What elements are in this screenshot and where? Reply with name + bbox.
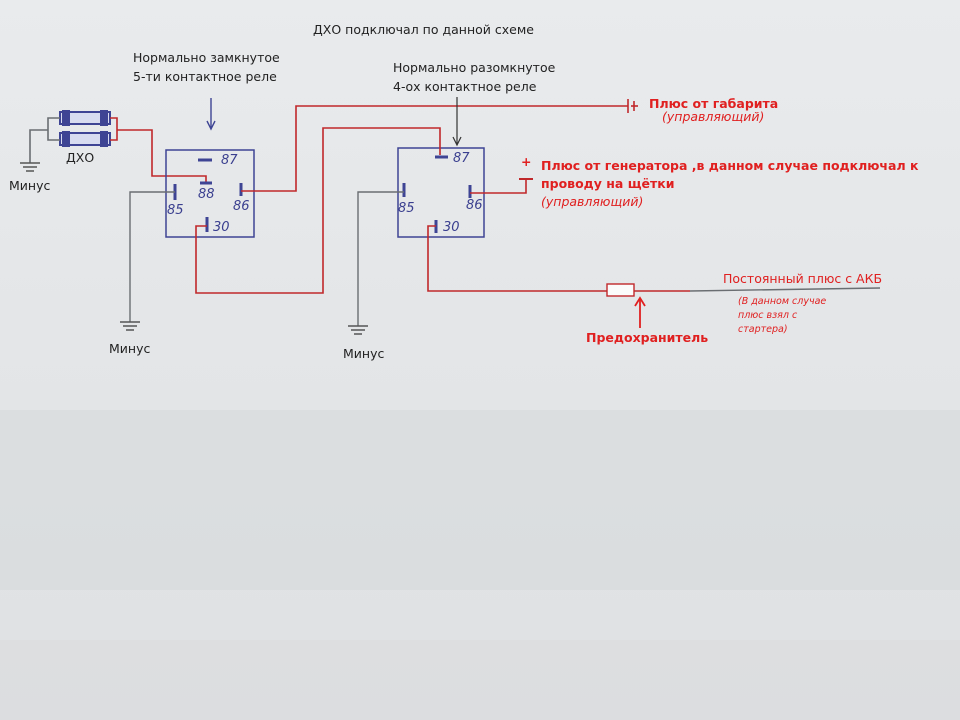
red-wires — [195, 105, 690, 294]
battery-note-line1: (В данном случае — [738, 296, 827, 307]
relay1-pins — [173, 158, 243, 232]
fuse-label: Предохранитель — [586, 330, 709, 345]
generator-label-line3: (управляющий) — [541, 194, 644, 209]
relay2-pins — [402, 155, 472, 233]
drl-ground-wires — [29, 117, 60, 163]
relay1-pin-88: 88 — [198, 187, 215, 202]
ground-symbol — [20, 162, 40, 172]
relay2-caption-line1: Нормально разомкнутое — [393, 60, 556, 75]
relay1-pin-87: 87 — [221, 153, 238, 168]
battery-note-line3: стартера) — [738, 324, 788, 335]
relay2-pin-30: 30 — [443, 220, 460, 235]
relay1-pin-85: 85 — [167, 203, 184, 218]
minus-label: Минус — [9, 178, 51, 193]
ground-symbol — [348, 325, 368, 335]
relay1-caption-line1: Нормально замкнутое — [133, 50, 280, 65]
relay2-pin-86: 86 — [466, 198, 483, 213]
relay2-caption-arrow — [452, 97, 462, 147]
drl-lamps — [59, 110, 111, 147]
fuse-arrow — [634, 296, 646, 328]
fuse — [606, 283, 635, 297]
plus-sign: + — [521, 154, 532, 169]
drl-label: ДХО — [66, 150, 95, 165]
relay2-caption-line2: 4-ох контактное реле — [393, 79, 537, 94]
paper-shade — [0, 640, 960, 720]
relay1-caption-arrow — [206, 98, 216, 131]
relay2-pin-87: 87 — [453, 151, 470, 166]
relay1-pin-86: 86 — [233, 199, 250, 214]
minus-label: Минус — [109, 341, 151, 356]
generator-label-line2: проводу на щётки — [541, 176, 675, 191]
minus-label: Минус — [343, 346, 385, 361]
parking-plus-label: Плюс от габарита — [649, 96, 779, 111]
generator-label-line1: Плюс от генератора ,в данном случае подк… — [541, 158, 919, 173]
battery-label: Постоянный плюс с АКБ — [723, 271, 883, 286]
battery-note-line2: плюс взял с — [738, 310, 798, 321]
ground-symbol — [120, 321, 140, 331]
diagram-title: ДХО подключал по данной схеме — [313, 22, 534, 37]
parking-plus-sublabel: (управляющий) — [662, 109, 765, 124]
parking-terminal — [627, 99, 638, 113]
relay1-caption-line2: 5-ти контактное реле — [133, 69, 277, 84]
relay1-box — [165, 149, 255, 238]
drl-positive-wire — [110, 117, 207, 183]
paper-shade — [0, 410, 960, 590]
relay2-pin-85: 85 — [398, 201, 415, 216]
relay1-pin-30: 30 — [213, 220, 230, 235]
gray-wires — [129, 191, 881, 326]
